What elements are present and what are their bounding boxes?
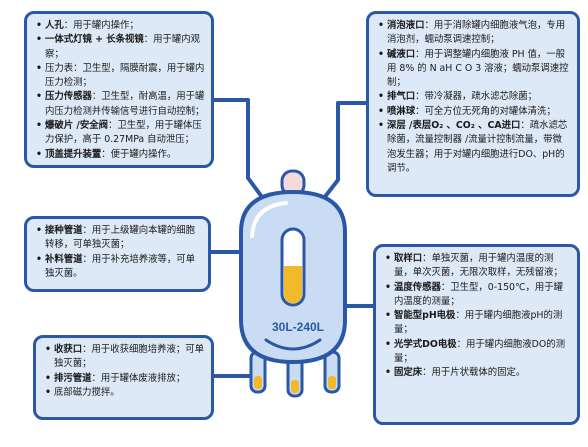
component-description: ：用于消除罐内细胞液气泡，专用消泡剂，蠕动泵调速控制； xyxy=(387,20,566,46)
component-item: 光学式DO电极：用于罐内细胞液DO的测量； xyxy=(385,338,571,367)
mid-left-panel: 接种管道：用于上级罐向本罐的细胞转移，可单独灭菌；补料管道：用于补充培养液等，可… xyxy=(24,216,211,292)
component-description: 压力表：卫生型，隔膜耐震，用于罐内压力检测； xyxy=(45,62,205,89)
component-item: 固定床：用于片状载体的固定。 xyxy=(385,366,571,381)
component-item: 补料管道：用于补充培养液等，可单独灭菌。 xyxy=(36,253,202,282)
component-item: 排污管道：用于罐体废液排放； xyxy=(45,372,205,387)
component-description: ：卫生型，耐高温，用于罐内压力检测并传输信号进行自动控制； xyxy=(45,91,205,117)
component-term: 光学式DO电极 xyxy=(394,338,457,350)
vessel-highlight xyxy=(250,201,288,238)
component-term: 爆破片 /安全阀 xyxy=(45,120,108,132)
component-description: ：用于片状载体的固定。 xyxy=(422,367,526,379)
component-description: ：带冷凝器，疏水滤芯除菌； xyxy=(415,91,538,103)
component-term: 人孔 xyxy=(45,20,64,31)
component-item: 一体式灯镜 + 长条视镜：用于罐内观察； xyxy=(36,33,205,62)
component-term: 消泡液口 xyxy=(387,20,425,31)
component-item: 深层 /表层O₂ 、CO₂ 、CA进口：疏水滤芯除菌，流量控制器 /流量计控制流… xyxy=(378,119,571,176)
component-item: 取样口：单独灭菌，用于罐内温度的测量，单次灭菌，无限次取样，无残留液； xyxy=(385,252,571,281)
component-item: 智能型pH电极：用于罐内细胞液pH的测量； xyxy=(385,309,571,338)
component-description: ：卫生型，0-150℃，用于罐内温度的测量； xyxy=(394,281,564,307)
top-left-panel: 人孔：用于罐内操作；一体式灯镜 + 长条视镜：用于罐内观察；压力表：卫生型，隔膜… xyxy=(24,11,214,168)
bottom-left-panel: 收获口：用于收获细胞培养液；可单独灭菌；排污管道：用于罐体废液排放；底部磁力搅拌… xyxy=(33,335,214,420)
connector-top-left xyxy=(214,98,264,199)
component-term: 温度传感器 xyxy=(394,281,441,293)
component-item: 压力表：卫生型，隔膜耐震，用于罐内压力检测； xyxy=(36,62,205,91)
component-term: 深层 /表层O₂ 、CO₂ 、CA进口 xyxy=(387,120,521,132)
component-description: 底部磁力搅拌。 xyxy=(54,386,120,398)
component-description: ：单独灭菌，用于罐内温度的测量，单次灭菌，无限次取样，无残留液； xyxy=(394,253,563,279)
component-description: ：用于罐内观察； xyxy=(45,34,201,60)
component-term: 排污管道 xyxy=(54,372,92,384)
component-item: 爆破片 /安全阀：卫生型，用于罐体压力保护，高于 0.27MPa 自动泄压； xyxy=(36,119,205,148)
component-description: ：可全方位无死角的对罐体清洗； xyxy=(415,105,556,117)
component-item: 人孔：用于罐内操作； xyxy=(36,19,205,34)
vessel-model-label: 30L-240L xyxy=(271,320,325,334)
component-description: ：用于罐内细胞液DO的测量； xyxy=(394,338,565,365)
component-term: 排气口 xyxy=(387,91,416,103)
component-description: ：用于罐内操作； xyxy=(63,20,139,31)
component-item: 压力传感器：卫生型，耐高温，用于罐内压力检测并传输信号进行自动控制； xyxy=(36,90,205,119)
component-description: ：疏水滤芯除菌，流量控制器 /流量计控制流量，带微泡发生器；用于对罐内细胞进行D… xyxy=(387,120,568,174)
component-description: ：用于收获细胞培养液；可单独灭菌； xyxy=(54,344,205,370)
vessel-smile xyxy=(264,338,322,351)
component-item: 排气口：带冷凝器，疏水滤芯除菌； xyxy=(378,90,571,105)
component-item: 顶盖提升装置：便于罐内操作。 xyxy=(36,148,205,163)
component-term: 接种管道 xyxy=(45,225,83,236)
component-term: 取样口 xyxy=(394,253,423,264)
liquid-level xyxy=(284,266,302,303)
component-description: ：卫生型，用于罐体压力保护，高于 0.27MPa 自动泄压； xyxy=(45,120,202,146)
component-term: 碱液口 xyxy=(387,48,416,60)
component-term: 收获口 xyxy=(54,344,83,355)
component-term: 固定床 xyxy=(394,367,423,379)
component-term: 补料管道 xyxy=(45,253,83,265)
component-description: ：用于补充培养液等，可单独灭菌。 xyxy=(45,253,196,279)
component-description: ：用于罐体废液排放； xyxy=(91,372,186,384)
component-term: 智能型pH电极 xyxy=(394,310,456,322)
component-item: 接种管道：用于上级罐向本罐的细胞转移，可单独灭菌； xyxy=(36,224,202,253)
component-item: 温度传感器：卫生型，0-150℃，用于罐内温度的测量； xyxy=(385,281,571,310)
component-description: ：用于罐内细胞液pH的测量； xyxy=(394,310,563,336)
component-description: ：便于罐内操作。 xyxy=(101,148,177,160)
bottom-right-panel: 取样口：单独灭菌，用于罐内温度的测量，单次灭菌，无限次取样，无残留液；温度传感器… xyxy=(373,244,580,425)
component-item: 收获口：用于收获细胞培养液；可单独灭菌； xyxy=(45,343,205,372)
component-description: ：用于上级罐向本罐的细胞转移，可单独灭菌； xyxy=(45,225,196,251)
component-item: 碱液口：用于调整罐内细胞液 PH 值，一般用 8% 的 N aH C O 3 溶… xyxy=(378,48,571,91)
component-item: 消泡液口：用于消除罐内细胞液气泡，专用消泡剂，蠕动泵调速控制； xyxy=(378,19,571,48)
component-item: 底部磁力搅拌。 xyxy=(45,386,205,401)
component-item: 喷淋球：可全方位无死角的对罐体清洗； xyxy=(378,105,571,120)
top-right-panel: 消泡液口：用于消除罐内细胞液气泡，专用消泡剂，蠕动泵调速控制；碱液口：用于调整罐… xyxy=(366,11,580,197)
component-term: 一体式灯镜 + 长条视镜 xyxy=(45,34,144,46)
component-term: 顶盖提升装置 xyxy=(45,148,102,160)
component-description: ：用于调整罐内细胞液 PH 值，一般用 8% 的 N aH C O 3 溶液；蠕… xyxy=(387,48,569,89)
component-term: 喷淋球 xyxy=(387,105,416,117)
component-term: 压力传感器 xyxy=(45,91,92,103)
connector-top-right xyxy=(322,101,366,200)
